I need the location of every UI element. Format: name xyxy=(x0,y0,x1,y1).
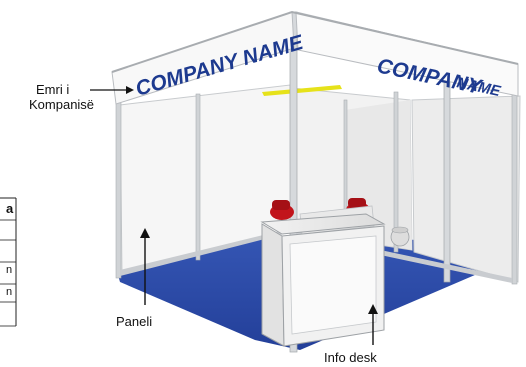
ceiling-light-bar xyxy=(262,85,342,96)
label-company-name-line1: Emri i xyxy=(36,82,70,97)
arrow-panel-head xyxy=(140,228,150,238)
table-row-char-4: n xyxy=(6,286,13,298)
frame-top xyxy=(111,10,519,73)
rail-left xyxy=(120,228,292,276)
label-info-desk: Info desk xyxy=(324,350,377,365)
post-left-mid xyxy=(195,93,201,261)
arrow-info-desk-head xyxy=(368,304,378,314)
wastebasket-rim xyxy=(391,226,409,234)
post-front-left xyxy=(115,99,122,279)
post-far-right xyxy=(511,71,518,285)
post-right-mid xyxy=(393,91,399,253)
arrow-company-name-head xyxy=(126,86,134,94)
label-panel: Paneli xyxy=(116,314,153,329)
info-desk-top xyxy=(260,213,386,235)
chair-left-back xyxy=(272,200,290,210)
wall-panel-right xyxy=(411,95,521,283)
table-header-char: a xyxy=(6,201,14,216)
info-desk-front xyxy=(261,223,285,347)
info-desk-front-panel xyxy=(289,235,377,335)
label-company-name-line2: Kompanisë xyxy=(29,97,95,112)
chair-right-back xyxy=(348,198,366,208)
table-fragment xyxy=(0,197,17,327)
table-row-char-3: n xyxy=(6,264,13,276)
label-company-name: Emri i Kompanisë xyxy=(29,82,95,112)
